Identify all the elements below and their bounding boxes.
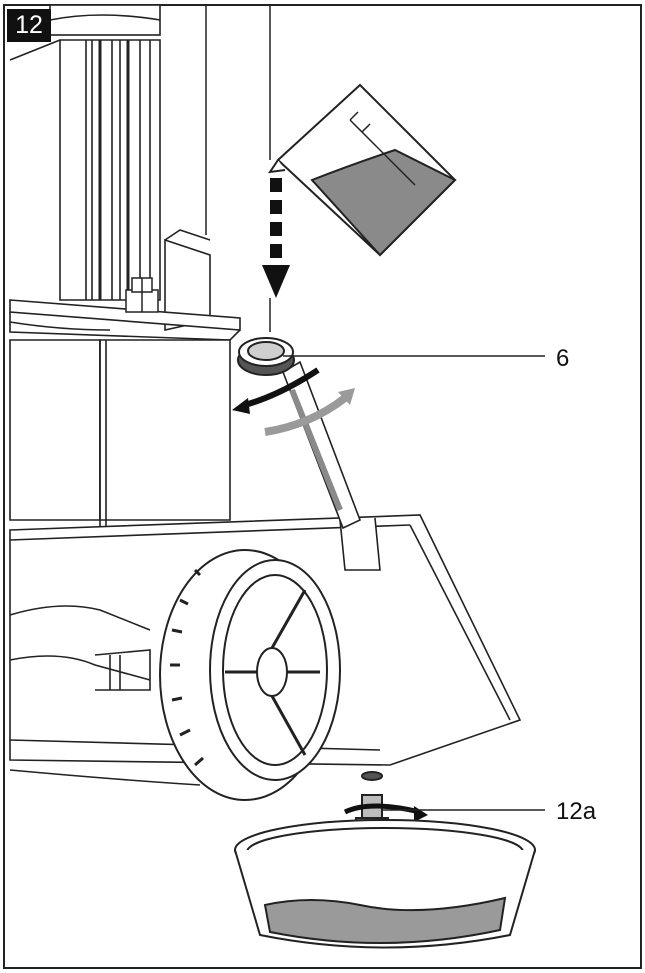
callout-label-filler-cap: 6 (556, 345, 570, 372)
callout-label-drain-plug: 12a (556, 798, 597, 825)
wheel (159, 549, 341, 801)
pour-arrow (262, 178, 290, 298)
figure-border (3, 4, 642, 969)
dipstick-tube (282, 360, 362, 530)
oil-tank (9, 339, 231, 530)
arrow-head-black-icon (232, 398, 250, 414)
drain-pan (234, 819, 536, 949)
measuring-jug (267, 83, 457, 257)
figure-number-badge: 12 (7, 9, 51, 42)
hydraulic-column (9, 4, 161, 301)
base-plate (9, 299, 241, 341)
rotation-arrows (232, 367, 355, 436)
hydraulic-hose (9, 605, 151, 691)
filler-cap (237, 337, 295, 376)
hex-nut (125, 277, 159, 313)
down-arrow-icon (262, 265, 290, 298)
arrow-head-gray-icon (338, 388, 355, 405)
